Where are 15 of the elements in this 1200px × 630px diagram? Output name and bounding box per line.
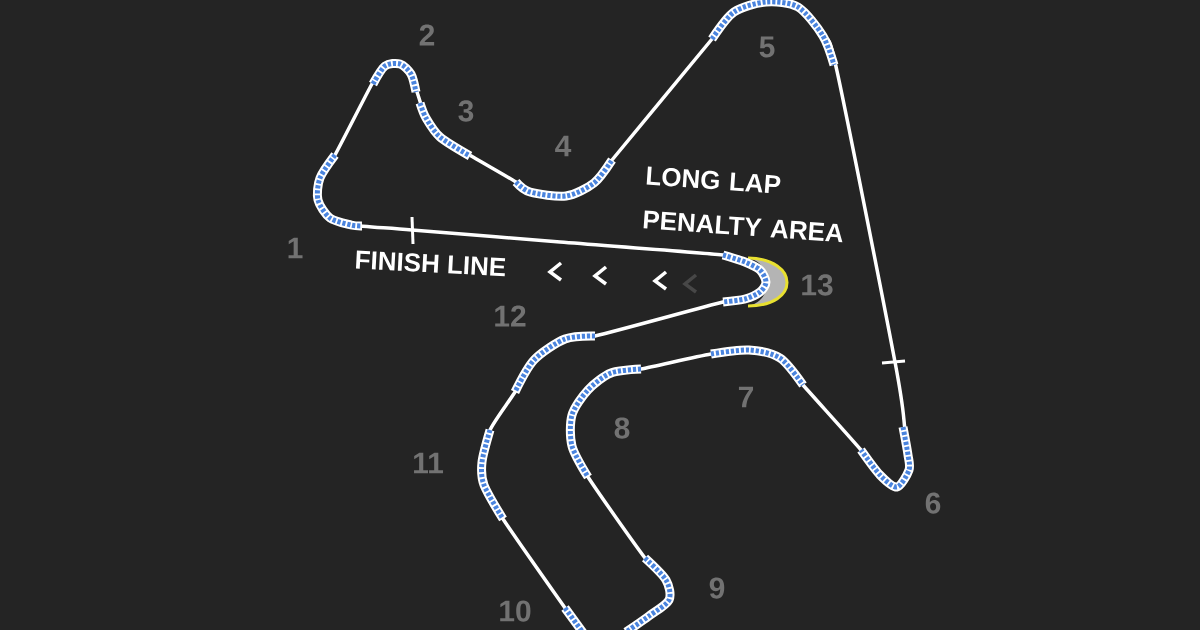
corner-number: 4 (555, 135, 572, 157)
corner-number: 6 (925, 492, 941, 514)
track-label: FINISH LINE (356, 250, 506, 277)
corner-number: 3 (458, 100, 474, 122)
track-label: LONG LAP PENALTY AREA (643, 166, 843, 243)
corner-number: 9 (709, 577, 725, 599)
corner-number: 11 (414, 452, 444, 474)
corner-number: 12 (495, 305, 526, 327)
corner-number: 2 (419, 24, 435, 46)
corner-number: 5 (759, 36, 775, 58)
corner-number: 13 (802, 274, 833, 296)
corner-number: 8 (614, 417, 630, 439)
corner-number: 7 (738, 386, 754, 408)
corner-number: 1 (288, 237, 303, 259)
corner-number: 10 (500, 600, 531, 622)
